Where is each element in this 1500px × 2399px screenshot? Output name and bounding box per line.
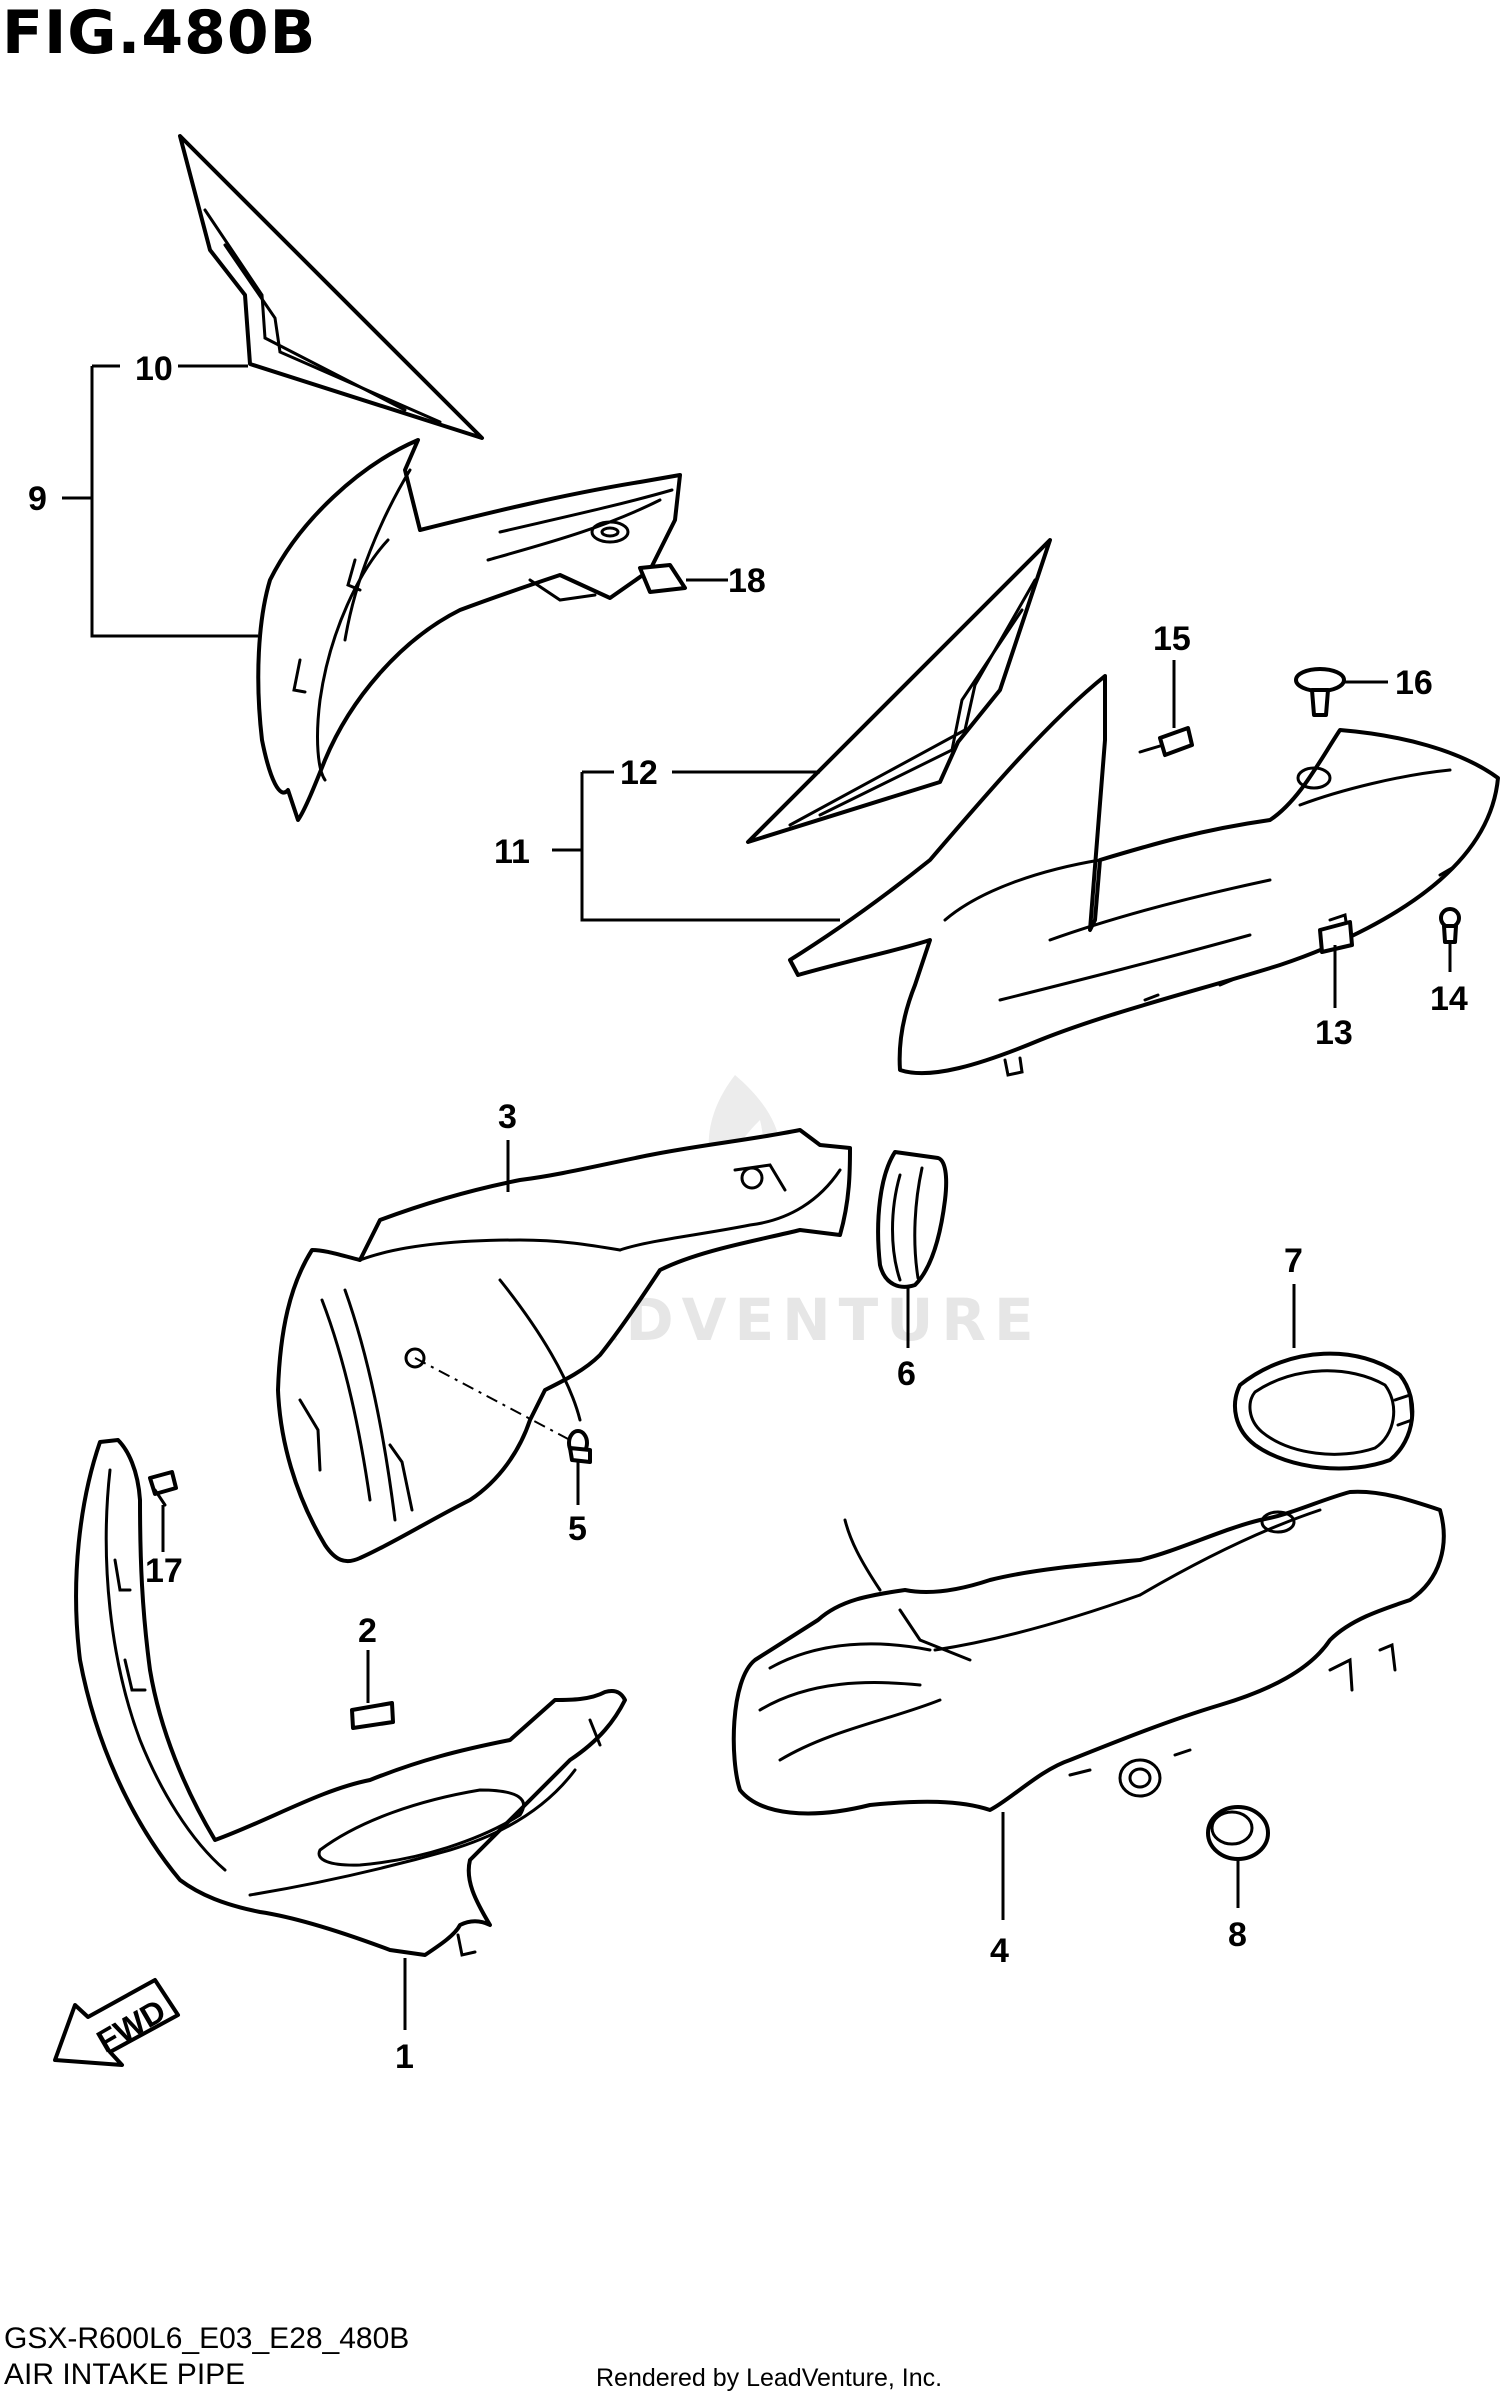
part-4-air-duct[interactable] [731, 1489, 1446, 1816]
callout-4[interactable]: 4 [990, 1932, 1009, 1970]
part-16-clip[interactable] [1294, 667, 1346, 717]
callout-14[interactable]: 14 [1430, 980, 1468, 1018]
callout-11[interactable]: 11 [494, 833, 530, 871]
dash-leader-5 [414, 1357, 571, 1441]
part-10-decal[interactable] [178, 134, 484, 440]
callout-3[interactable]: 3 [498, 1098, 517, 1136]
callout-labels: 10 9 18 15 16 12 11 13 14 3 7 6 5 17 2 4… [28, 350, 1468, 2076]
part-9-side-cowl[interactable] [256, 438, 682, 822]
part-18-label[interactable] [638, 563, 687, 594]
part-2-label[interactable] [350, 1701, 395, 1730]
callout-8[interactable]: 8 [1228, 1916, 1247, 1954]
callout-9[interactable]: 9 [28, 480, 47, 518]
part-5-rivet[interactable] [567, 1429, 592, 1464]
section-name: AIR INTAKE PIPE [4, 2358, 246, 2391]
callout-12[interactable]: 12 [620, 754, 658, 792]
part-1-under-cowl[interactable] [74, 1438, 627, 1957]
callout-1[interactable]: 1 [395, 2038, 414, 2076]
figure-title: FIG.480B [2, 0, 317, 68]
callout-2[interactable]: 2 [358, 1612, 377, 1650]
part-17-screw[interactable] [148, 1470, 178, 1507]
callout-13[interactable]: 13 [1315, 1014, 1353, 1052]
part-11-side-cowl[interactable] [788, 674, 1500, 1077]
part-15-screw[interactable] [1138, 726, 1194, 757]
callout-17[interactable]: 17 [145, 1552, 183, 1590]
leader-lines [62, 364, 1452, 2030]
part-7-ring[interactable] [1233, 1351, 1415, 1471]
callout-18[interactable]: 18 [728, 562, 766, 600]
part-13-tab[interactable] [1318, 920, 1354, 954]
part-12-decal[interactable] [746, 538, 1052, 844]
callout-5[interactable]: 5 [568, 1510, 587, 1548]
callout-15[interactable]: 15 [1153, 620, 1191, 658]
callout-7[interactable]: 7 [1284, 1242, 1303, 1280]
fwd-arrow: FWD [53, 1978, 180, 2067]
part-3-air-duct[interactable] [276, 1128, 852, 1564]
model-code: GSX-R600L6_E03_E28_480B [4, 2322, 410, 2355]
part-14-rivet[interactable] [1439, 907, 1461, 944]
part-6-seal[interactable] [876, 1150, 949, 1289]
rendered-by: Rendered by LeadVenture, Inc. [596, 2364, 943, 2392]
callout-16[interactable]: 16 [1395, 664, 1433, 702]
callout-6[interactable]: 6 [897, 1355, 916, 1393]
part-8-grommet[interactable] [1206, 1805, 1270, 1861]
callout-10[interactable]: 10 [135, 350, 173, 388]
